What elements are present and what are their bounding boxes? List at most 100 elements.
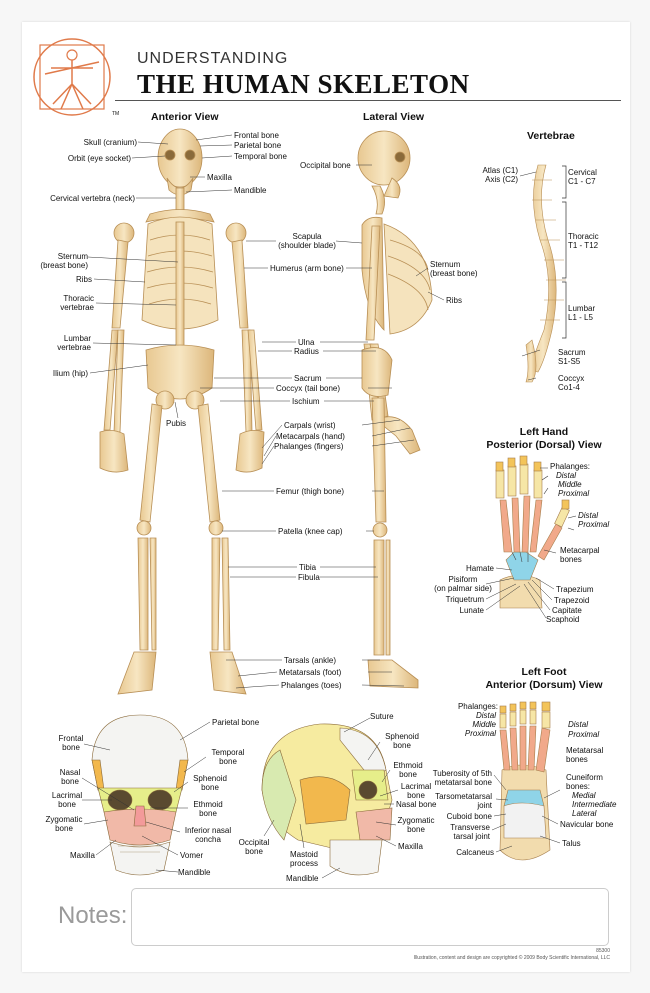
label-lunate: Lunate <box>459 606 484 615</box>
label-tuberosity-5th-metatarsal: Tuberosity of 5th metatarsal bone <box>432 769 492 787</box>
label-side-suture: Suture <box>370 712 394 721</box>
label-cuboid-bone: Cuboid bone <box>446 812 492 821</box>
label-hand-phalanges-title: Phalanges: <box>550 462 591 471</box>
label-phalanges-toes: Phalanges (toes) <box>281 681 342 690</box>
vertebrae-ticks <box>532 179 566 321</box>
label-cuneiform-title: Cuneiform bones: <box>566 773 603 791</box>
front-skull-illustration <box>91 714 189 876</box>
label-skull-sphenoid-bone: Sphenoid bone <box>193 774 227 792</box>
label-tarsometatarsal-joint: Tarsometatarsal joint <box>435 792 492 810</box>
label-phalanges-fingers: Phalanges (fingers) <box>274 442 344 451</box>
label-atlas: Atlas (C1) <box>482 166 518 175</box>
label-side-lacrimal-bone: Lacrimal bone <box>400 782 432 800</box>
label-triquetrum: Triquetrum <box>445 595 484 604</box>
hand-heading-line2: Posterior (Dorsal) View <box>486 439 602 451</box>
trademark: TM <box>112 111 120 117</box>
label-hand-proximal: Proximal <box>558 489 590 498</box>
label-cuneiform-lateral: Lateral <box>572 809 597 818</box>
label-metacarpal-bones: Metacarpal bones <box>560 546 600 564</box>
label-lumbar-vertebrae: Lumbar vertebrae <box>57 334 91 352</box>
label-skull-temporal-bone: Temporal bone <box>211 748 245 766</box>
label-scaphoid: Scaphoid <box>546 615 580 624</box>
label-ischium: Ischium <box>292 397 320 406</box>
poster-title: THE HUMAN SKELETON <box>137 69 470 99</box>
label-skull-zygomatic-bone: Zygomatic bone <box>45 815 83 833</box>
vitruvian-man-logo <box>33 38 111 116</box>
label-skull-ethmoid-bone: Ethmoid bone <box>193 800 223 818</box>
product-code: 85300 <box>596 948 610 954</box>
label-skull-nasal-bone: Nasal bone <box>59 768 81 786</box>
label-lumbar-region: Lumbar L1 - L5 <box>568 304 596 322</box>
label-skull-mandible: Mandible <box>178 868 211 877</box>
label-scapula: Scapula (shoulder blade) <box>278 232 336 250</box>
title-divider <box>115 100 621 101</box>
notes-field[interactable] <box>131 888 609 946</box>
label-parietal-bone: Parietal bone <box>234 141 282 150</box>
label-side-occipital-bone: Occipital bone <box>238 838 270 856</box>
label-navicular-bone: Navicular bone <box>560 820 614 829</box>
label-skull-inferior-nasal-concha: Inferior nasal concha <box>184 826 232 844</box>
label-foot-phalanges-title: Phalanges: <box>457 702 498 711</box>
vertebral-column <box>525 164 557 383</box>
label-thoracic-region: Thoracic T1 - T12 <box>568 232 599 250</box>
label-trapezoid: Trapezoid <box>554 596 590 605</box>
label-calcaneus: Calcaneus <box>456 848 494 857</box>
label-hand-middle: Middle <box>558 480 582 489</box>
label-big-toe-proximal: Proximal <box>568 730 600 739</box>
label-sternum-anterior: Sternum (breast bone) <box>40 252 88 270</box>
notes-label: Notes: <box>58 902 128 929</box>
label-sacrum: Sacrum <box>294 374 322 383</box>
hand-heading-line1: Left Hand <box>519 426 569 438</box>
label-thoracic-vertebrae: Thoracic vertebrae <box>60 294 94 312</box>
label-cervical-vertebra: Cervical vertebra (neck) <box>50 194 135 203</box>
label-fibula: Fibula <box>298 573 320 582</box>
label-pubis: Pubis <box>166 419 187 428</box>
label-skull-maxilla: Maxilla <box>70 851 95 860</box>
label-coccyx: Coccyx (tail bone) <box>276 384 341 393</box>
label-axis: Axis (C2) <box>485 175 518 184</box>
label-maxilla: Maxilla <box>207 173 232 182</box>
label-frontal-bone: Frontal bone <box>234 131 279 140</box>
label-sacrum-region: Sacrum S1-S5 <box>558 348 586 366</box>
side-skull-illustration <box>261 723 393 876</box>
label-capitate: Capitate <box>552 606 582 615</box>
label-side-maxilla: Maxilla <box>398 842 423 851</box>
label-occipital-bone: Occipital bone <box>300 161 351 170</box>
label-skull: Skull (cranium) <box>83 138 137 147</box>
label-ulna: Ulna <box>298 338 315 347</box>
label-carpals: Carpals (wrist) <box>284 421 336 430</box>
label-skull-frontal-bone: Frontal bone <box>58 734 84 752</box>
label-sternum-lateral: Sternum (breast bone) <box>430 260 478 278</box>
vertebrae-brackets <box>562 165 567 339</box>
label-thumb-proximal: Proximal <box>578 520 610 529</box>
label-tarsals: Tarsals (ankle) <box>284 656 337 665</box>
label-orbit: Orbit (eye socket) <box>67 154 131 163</box>
label-ilium: Ilium (hip) <box>52 369 88 378</box>
foot-heading-line1: Left Foot <box>521 666 567 678</box>
label-skull-parietal-bone: Parietal bone <box>212 718 260 727</box>
hand-brackets <box>540 467 577 531</box>
label-ribs-anterior: Ribs <box>75 275 92 284</box>
lateral-view-heading: Lateral View <box>363 111 425 123</box>
label-ribs-lateral: Ribs <box>446 296 463 305</box>
label-coccyx-region: Coccyx Co1-4 <box>558 374 585 392</box>
foot-heading-line2: Anterior (Dorsum) View <box>485 679 603 691</box>
label-humerus: Humerus (arm bone) <box>270 264 344 273</box>
label-side-sphenoid-bone: Sphenoid bone <box>385 732 419 750</box>
leader-lines <box>81 134 561 879</box>
hand-illustration <box>495 455 570 609</box>
label-temporal-bone: Temporal bone <box>234 152 287 161</box>
label-thumb-distal: Distal <box>578 511 599 520</box>
label-tibia: Tibia <box>299 563 317 572</box>
label-side-mandible: Mandible <box>286 874 319 883</box>
label-cuneiform-intermediate: Intermediate <box>572 800 617 809</box>
lateral-skeleton <box>357 130 433 689</box>
label-foot-proximal: Proximal <box>464 729 496 738</box>
label-foot-middle: Middle <box>472 720 496 729</box>
label-radius: Radius <box>294 347 319 356</box>
label-cervical-region: Cervical C1 - C7 <box>568 168 597 186</box>
label-foot-distal: Distal <box>475 711 496 720</box>
label-side-ethmoid-bone: Ethmoid bone <box>393 761 423 779</box>
foot-illustration <box>499 701 551 861</box>
